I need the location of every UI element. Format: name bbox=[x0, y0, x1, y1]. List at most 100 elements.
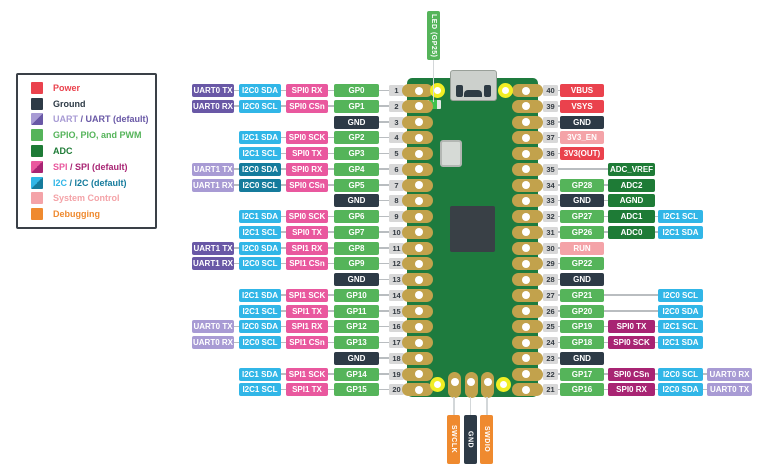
pad-hole-right-30 bbox=[522, 244, 530, 252]
pad-hole-right-38 bbox=[522, 118, 530, 126]
pin-number-35: 35 bbox=[543, 163, 558, 175]
swd-wire-0 bbox=[453, 397, 455, 415]
legend-label-part: ADC bbox=[53, 145, 73, 156]
pin-label-adc1: ADC1 bbox=[608, 210, 655, 223]
pin-label-gp12: GP12 bbox=[334, 320, 379, 334]
pin-label-i2c1-scl: I2C1 SCL bbox=[658, 210, 703, 223]
pin-label-vsys: VSYS bbox=[560, 99, 604, 113]
pad-hole-left-6 bbox=[415, 165, 423, 174]
debug-label-gnd: GND bbox=[463, 415, 477, 464]
pin-label-gnd: GND bbox=[560, 273, 604, 286]
pin-label-gp1: GP1 bbox=[334, 99, 379, 113]
mounting-hole-center-0 bbox=[433, 86, 441, 94]
pin-label-spi1-csn: SPI1 CSn bbox=[286, 336, 328, 349]
pin-number-19: 19 bbox=[389, 368, 404, 380]
legend-label-part: System Control bbox=[53, 193, 120, 204]
pin-label-spi0-csn: SPI0 CSn bbox=[286, 178, 328, 192]
pad-hole-right-23 bbox=[522, 354, 530, 363]
legend-item-2: UART / UART (default) bbox=[31, 112, 149, 126]
legend-swatch-uart-uart_default bbox=[31, 113, 43, 126]
pin-label-gnd: GND bbox=[560, 115, 604, 129]
pad-hole-left-4 bbox=[415, 133, 423, 142]
mounting-hole-center-1 bbox=[501, 86, 509, 94]
pin-number-30: 30 bbox=[543, 242, 558, 254]
pad-hole-right-33 bbox=[522, 196, 530, 205]
pin-label-gp28: GP28 bbox=[560, 178, 604, 192]
legend-swatch-power bbox=[31, 81, 43, 94]
mounting-hole-center-2 bbox=[433, 380, 441, 388]
pad-hole-left-19 bbox=[415, 370, 423, 378]
debug-label-swdio: SWDIO bbox=[480, 415, 493, 464]
pad-hole-right-24 bbox=[522, 338, 530, 347]
pad-hole-left-12 bbox=[415, 259, 423, 268]
pin-label-gp19: GP19 bbox=[560, 320, 604, 334]
pad-hole-right-28 bbox=[522, 275, 530, 284]
micro-usb-connector bbox=[450, 70, 497, 101]
pin-label-i2c1-scl: I2C1 SCL bbox=[239, 304, 281, 318]
pad-hole-left-14 bbox=[415, 291, 423, 300]
legend-item-7: System Control bbox=[31, 191, 149, 205]
pad-hole-right-26 bbox=[522, 307, 530, 315]
pin-label-gp17: GP17 bbox=[560, 367, 604, 381]
pin-label-i2c0-scl: I2C0 SCL bbox=[239, 257, 281, 271]
pin-number-5: 5 bbox=[389, 148, 404, 159]
pin-label-agnd: AGND bbox=[608, 194, 655, 208]
pad-hole-right-25 bbox=[522, 322, 530, 331]
pin-number-9: 9 bbox=[389, 211, 404, 222]
usb-anchor-right bbox=[484, 85, 491, 97]
usb-anchor-left bbox=[456, 85, 463, 97]
pad-hole-left-13 bbox=[415, 275, 423, 284]
pin-label-i2c0-scl: I2C0 SCL bbox=[239, 99, 281, 113]
pad-hole-left-20 bbox=[415, 385, 423, 394]
legend-swatch-gpio bbox=[31, 129, 43, 142]
pin-label-uart0-tx: UART0 TX bbox=[192, 84, 234, 97]
pin-label-gp8: GP8 bbox=[334, 241, 379, 255]
pad-hole-left-8 bbox=[415, 196, 423, 205]
pad-hole-left-3 bbox=[415, 118, 423, 126]
mounting-hole-3 bbox=[495, 376, 511, 392]
pin-label-spi0-rx: SPI0 RX bbox=[608, 383, 655, 397]
legend-label: Debugging bbox=[53, 209, 100, 219]
legend-item-5: SPI / SPI (default) bbox=[31, 160, 149, 174]
pin-number-26: 26 bbox=[543, 305, 558, 317]
pin-label-gp14: GP14 bbox=[334, 367, 379, 381]
pin-label-gnd: GND bbox=[560, 351, 604, 365]
pin-label-gp16: GP16 bbox=[560, 383, 604, 397]
pin-label-gp20: GP20 bbox=[560, 304, 604, 318]
pad-hole-right-35 bbox=[522, 165, 530, 174]
legend-label: SPI / SPI (default) bbox=[53, 162, 128, 172]
pad-hole-debug-0 bbox=[450, 378, 459, 386]
pad-hole-left-16 bbox=[415, 322, 423, 331]
led-die bbox=[429, 100, 437, 109]
pin-label-i2c1-sda: I2C1 SDA bbox=[658, 225, 703, 239]
pin-number-22: 22 bbox=[543, 368, 558, 380]
pin-number-29: 29 bbox=[543, 258, 558, 270]
pin-label-3v3-out-: 3V3(OUT) bbox=[560, 147, 604, 160]
pin-number-27: 27 bbox=[543, 289, 558, 301]
pin-label-i2c1-scl: I2C1 SCL bbox=[239, 225, 281, 239]
pin-label-i2c0-scl: I2C0 SCL bbox=[239, 336, 281, 349]
pin-label-gp4: GP4 bbox=[334, 162, 379, 176]
pin-label-spi0-sck: SPI0 SCK bbox=[286, 210, 328, 223]
pad-hole-right-40 bbox=[522, 86, 530, 95]
pad-hole-left-11 bbox=[415, 244, 423, 252]
pin-label-gp18: GP18 bbox=[560, 336, 604, 349]
pin-number-38: 38 bbox=[543, 116, 558, 128]
pad-hole-left-15 bbox=[415, 307, 423, 315]
mounting-hole-2 bbox=[429, 376, 445, 392]
